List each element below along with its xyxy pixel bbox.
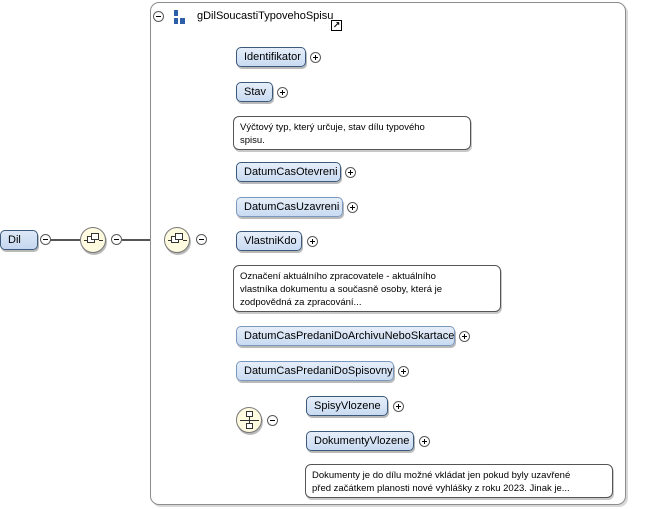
element-label: DatumCasPredaniDoSpisovny bbox=[244, 365, 393, 377]
reference-arrow-icon[interactable]: ↗ bbox=[331, 20, 342, 31]
expand-stav[interactable] bbox=[277, 87, 288, 98]
expand-vlastni-kdo[interactable] bbox=[307, 236, 318, 247]
doc-line: před začátkem planosti nové vyhlášky z r… bbox=[312, 483, 570, 494]
group-title: gDilSoucastiTypovehoSpisu bbox=[197, 10, 334, 22]
compositor-collapse-toggle[interactable] bbox=[111, 234, 122, 245]
root-collapse-toggle[interactable] bbox=[40, 234, 51, 245]
documentation-stav: Výčtový typ, který určuje, stav dílu typ… bbox=[233, 116, 471, 150]
element-label: Identifikator bbox=[244, 51, 301, 63]
doc-line: Označení aktuálního zpracovatele - aktuá… bbox=[240, 271, 436, 282]
choice-compositor-icon[interactable] bbox=[236, 407, 262, 433]
element-stav[interactable]: Stav bbox=[236, 82, 273, 102]
root-element-label: Dil bbox=[8, 234, 21, 246]
expand-spisy-vlozene[interactable] bbox=[393, 401, 404, 412]
element-dokumenty-vlozene[interactable]: DokumentyVlozene bbox=[306, 431, 414, 451]
model-group-box bbox=[150, 2, 626, 505]
element-label: DokumentyVlozene bbox=[314, 435, 410, 447]
doc-line: vlastníka dokumentu a současně osoby, kt… bbox=[240, 284, 443, 295]
element-datum-cas-otevreni[interactable]: DatumCasOtevreni bbox=[236, 162, 341, 182]
element-datum-cas-uzavreni[interactable]: DatumCasUzavreni bbox=[236, 197, 343, 217]
element-datum-cas-predani-archiv[interactable]: DatumCasPredaniDoArchivuNeboSkartace bbox=[236, 326, 455, 346]
expand-datum-cas-otevreni[interactable] bbox=[345, 167, 356, 178]
doc-line: Výčtový typ, který určuje, stav dílu typ… bbox=[240, 122, 425, 133]
element-vlastni-kdo[interactable]: VlastniKdo bbox=[236, 231, 302, 251]
element-label: Stav bbox=[244, 86, 267, 98]
doc-line: zodpovědná za zpracování... bbox=[240, 297, 362, 308]
sequence-compositor-icon[interactable] bbox=[80, 227, 106, 253]
doc-line: Dokumenty je do dílu možné vkládat jen p… bbox=[312, 470, 571, 481]
group-collapse-toggle[interactable] bbox=[153, 11, 164, 22]
root-element-dil[interactable]: Dil bbox=[0, 230, 38, 250]
model-group-icon bbox=[173, 10, 187, 24]
expand-dokumenty-vlozene[interactable] bbox=[419, 436, 430, 447]
sequence-compositor-icon[interactable] bbox=[164, 227, 190, 253]
doc-line: spisu. bbox=[240, 135, 265, 146]
element-label: DatumCasUzavreni bbox=[244, 201, 340, 213]
expand-datum-cas-uzavreni[interactable] bbox=[347, 202, 358, 213]
element-label: DatumCasOtevreni bbox=[244, 166, 338, 178]
documentation-dokumenty-vlozene: Dokumenty je do dílu možné vkládat jen p… bbox=[305, 464, 613, 498]
element-label: VlastniKdo bbox=[244, 235, 297, 247]
expand-datum-cas-predani-spisovny[interactable] bbox=[398, 366, 409, 377]
element-label: SpisyVlozene bbox=[314, 400, 381, 412]
expand-identifikator[interactable] bbox=[310, 52, 321, 63]
element-identifikator[interactable]: Identifikator bbox=[236, 47, 306, 67]
sequence-collapse-toggle[interactable] bbox=[196, 234, 207, 245]
element-spisy-vlozene[interactable]: SpisyVlozene bbox=[306, 396, 388, 416]
documentation-vlastni-kdo: Označení aktuálního zpracovatele - aktuá… bbox=[233, 265, 501, 312]
element-label: DatumCasPredaniDoArchivuNeboSkartace bbox=[244, 330, 455, 342]
element-datum-cas-predani-spisovny[interactable]: DatumCasPredaniDoSpisovny bbox=[236, 361, 394, 381]
choice-collapse-toggle[interactable] bbox=[267, 415, 278, 426]
expand-datum-cas-predani-archiv[interactable] bbox=[459, 331, 470, 342]
